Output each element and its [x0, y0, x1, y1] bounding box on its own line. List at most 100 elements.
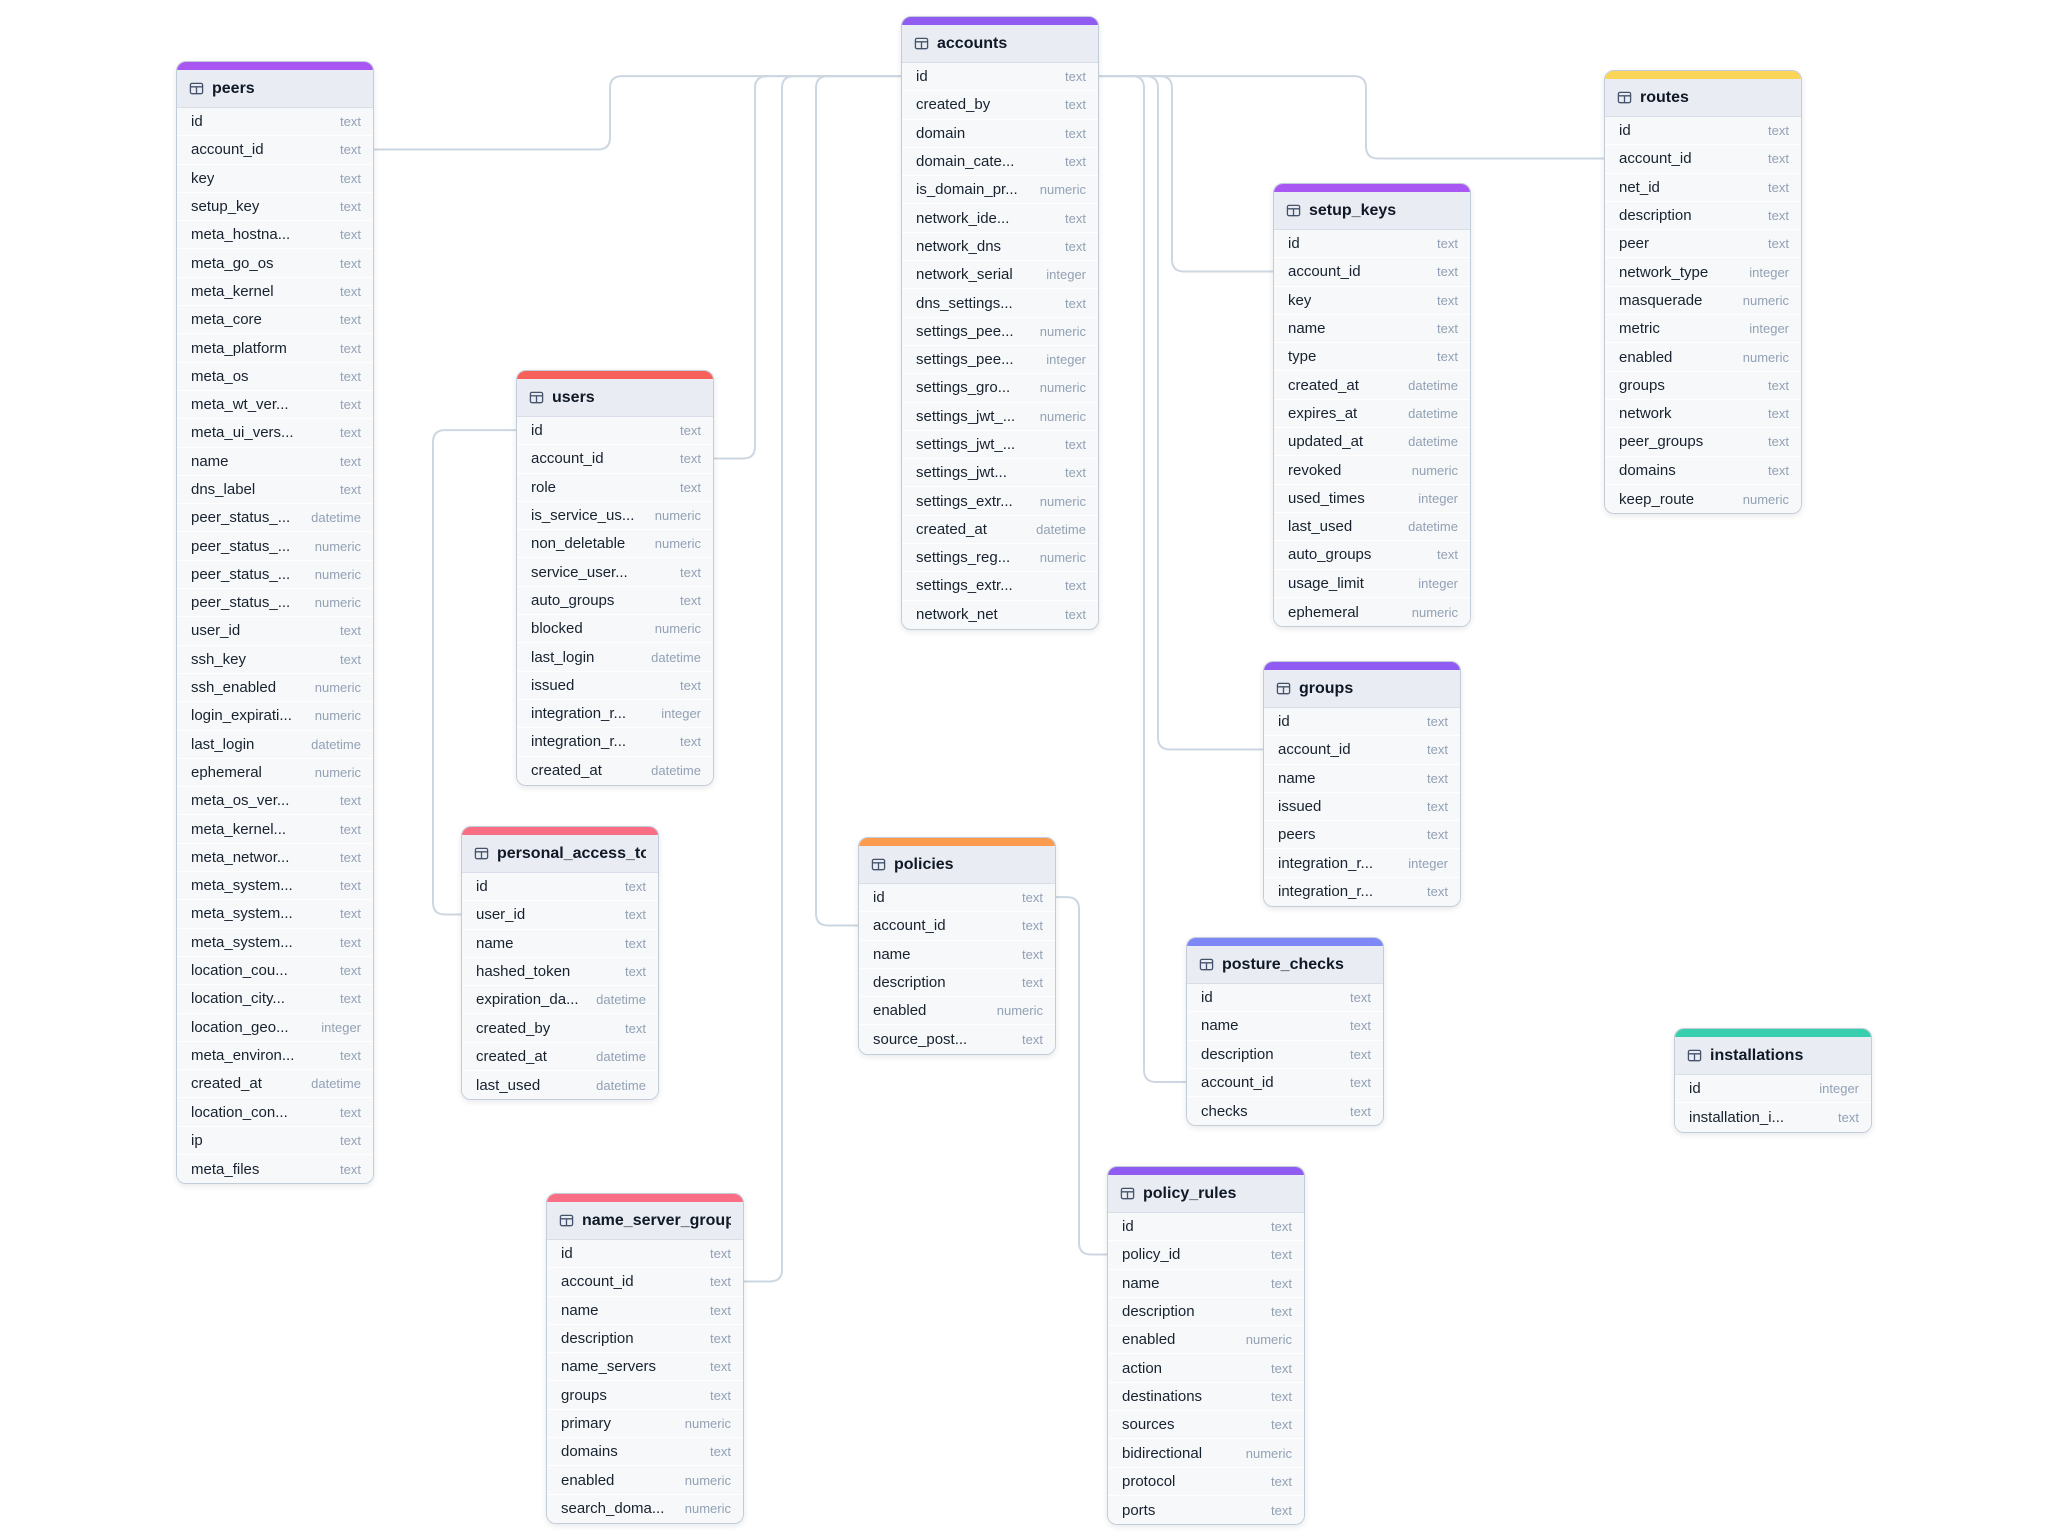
field-row[interactable]: meta_system...text [177, 872, 373, 901]
table-header[interactable]: accounts [902, 25, 1098, 63]
edge-users-account_id-to-accounts-id[interactable] [713, 75, 902, 460]
table-header[interactable]: peers [177, 70, 373, 108]
table-header[interactable]: groups [1264, 670, 1460, 708]
field-row[interactable]: domain_cate...text [902, 147, 1098, 177]
table-header[interactable]: policy_rules [1108, 1175, 1304, 1213]
field-row[interactable]: location_geo...integer [177, 1013, 373, 1042]
edge-peers-account_id-to-accounts-id[interactable] [373, 75, 902, 151]
table-header[interactable]: name_server_groups [547, 1202, 743, 1240]
field-row[interactable]: settings_extr...text [902, 572, 1098, 601]
field-row[interactable]: location_cou...text [177, 956, 373, 986]
field-row[interactable]: login_expirati...numeric [177, 702, 373, 731]
field-row[interactable]: peer_status_...numeric [177, 560, 373, 590]
field-row[interactable]: location_city...text [177, 985, 373, 1014]
field-row[interactable]: meta_hostna...text [177, 221, 373, 250]
field-row[interactable]: integration_r...integer [517, 699, 713, 729]
edge-routes-account_id-to-accounts-id[interactable] [1098, 75, 1605, 160]
field-row[interactable]: settings_jwt...text [902, 459, 1098, 488]
field-row[interactable]: network_ide...text [902, 204, 1098, 233]
field-row[interactable]: installation_i...text [1675, 1103, 1871, 1132]
field-row[interactable]: settings_extr...numeric [902, 487, 1098, 516]
field-row[interactable]: meta_kernel...text [177, 815, 373, 844]
table-header[interactable]: installations [1675, 1037, 1871, 1075]
edge-groups-account_id-to-accounts-id[interactable] [1098, 75, 1264, 751]
field-row[interactable]: meta_wt_ver...text [177, 390, 373, 420]
field-row[interactable]: source_post...text [859, 1025, 1055, 1054]
field-row[interactable]: meta_system...text [177, 928, 373, 957]
field-row[interactable]: settings_reg...numeric [902, 544, 1098, 573]
field-row[interactable]: location_con...text [177, 1098, 373, 1127]
edge-policy_rules-policy_id-to-policies-id[interactable] [1055, 896, 1108, 1256]
field-row[interactable]: settings_jwt_...numeric [902, 402, 1098, 431]
table-header[interactable]: policies [859, 846, 1055, 884]
field-row[interactable]: peer_status_...numeric [177, 532, 373, 561]
field-row[interactable]: settings_jwt_...text [902, 430, 1098, 460]
field-row[interactable]: expiration_da...datetime [462, 986, 658, 1015]
field-row[interactable]: meta_networ...text [177, 843, 373, 873]
field-row[interactable]: meta_system...text [177, 900, 373, 929]
field-row[interactable]: settings_pee...numeric [902, 317, 1098, 346]
field-row[interactable]: settings_gro...numeric [902, 374, 1098, 403]
table-personal_access_tokens[interactable]: personal_access_tokensidtextuser_idtextn… [461, 826, 659, 1101]
field-row[interactable]: peer_status_...numeric [177, 589, 373, 618]
field-row[interactable]: integration_r...integer [1264, 849, 1460, 878]
table-header[interactable]: posture_checks [1187, 946, 1383, 984]
